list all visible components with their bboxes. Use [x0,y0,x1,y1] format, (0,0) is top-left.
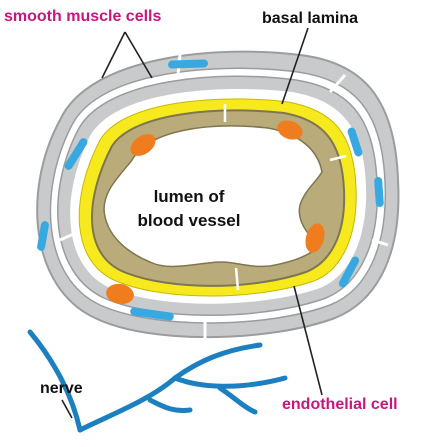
muscle-nucleus [374,177,384,207]
basal-lamina-leader [281,27,309,105]
endothelial-nucleus [277,120,303,140]
smooth-muscle-leader-2 [124,31,153,79]
nerve-label: nerve [40,380,83,397]
endothelial-nucleus [305,223,325,253]
smooth-muscle-nuclei [37,59,384,321]
lumen-label-line1: lumen of [154,187,225,206]
nerve-leader [61,399,73,419]
muscle-nucleus [37,221,49,251]
lumen-label-line2: blood vessel [138,211,241,230]
muscle-nucleus [338,256,360,288]
muscle-nucleus [64,138,88,170]
vessel-lumen [103,125,323,268]
smooth-muscle-leader-1 [101,31,126,79]
nerve [27,329,288,433]
muscle-nucleus [130,307,174,321]
leader-lines [61,27,323,419]
muscle-nucleus [347,127,363,157]
endothelial-cell-boundaries [223,104,347,291]
endothelial-nucleus [106,283,134,305]
endothelial-cell-label: endothelial cell [282,396,398,413]
smooth-muscle-cells-label: smooth muscle cells [4,8,161,25]
muscle-nucleus [168,59,208,69]
basal-lamina-label: basal lamina [262,10,358,27]
endothelial-nucleus [130,134,156,156]
endothelial-cell-leader [293,285,323,396]
endothelial-nuclei [106,120,325,305]
